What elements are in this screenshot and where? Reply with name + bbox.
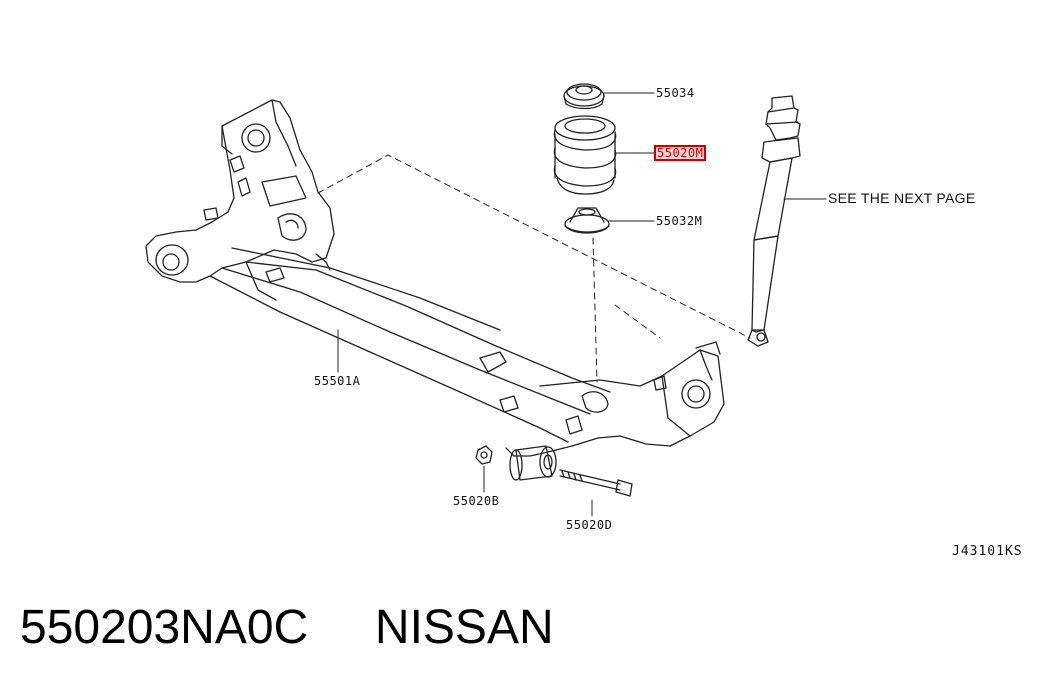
label-55032m[interactable]: 55032M bbox=[656, 214, 703, 228]
leader-lines bbox=[337, 92, 827, 517]
label-55501a[interactable]: 55501A bbox=[314, 374, 361, 388]
label-55034[interactable]: 55034 bbox=[656, 86, 695, 100]
upper-insulator bbox=[563, 83, 605, 110]
right-trailing-arm bbox=[505, 341, 725, 457]
label-55020b[interactable]: 55020B bbox=[453, 494, 500, 508]
shock-absorber bbox=[747, 95, 801, 347]
assembly-guide-lines bbox=[317, 154, 751, 383]
footer-caption: 550203NA0C NISSAN bbox=[20, 600, 554, 655]
lower-spring-seat bbox=[564, 207, 610, 234]
label-55020m-highlighted[interactable]: 55020M bbox=[653, 145, 707, 161]
label-55020d[interactable]: 55020D bbox=[566, 518, 613, 532]
bolt-part bbox=[559, 469, 633, 497]
label-see-next-page[interactable]: SEE THE NEXT PAGE bbox=[828, 190, 976, 206]
coil-spring bbox=[553, 115, 617, 195]
diagram-code: J43101KS bbox=[952, 544, 1023, 559]
brand-name: NISSAN bbox=[374, 601, 554, 654]
left-trailing-arm bbox=[145, 99, 335, 301]
part-number: 550203NA0C bbox=[20, 601, 309, 654]
torsion-beam bbox=[209, 247, 611, 443]
nut-part bbox=[475, 445, 493, 465]
bushing bbox=[509, 445, 557, 481]
